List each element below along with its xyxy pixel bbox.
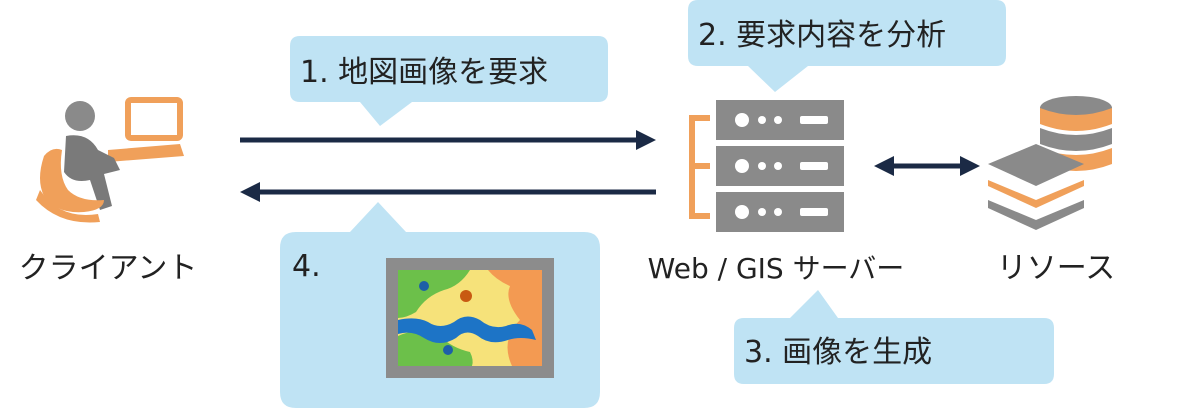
server-resource-arrow bbox=[874, 156, 980, 176]
resource-label: リソース bbox=[997, 251, 1116, 286]
step3-callout: 3. 画像を生成 bbox=[734, 290, 1054, 384]
step4-label: 4. bbox=[292, 249, 321, 284]
step2-label: 2. 要求内容を分析 bbox=[698, 18, 946, 53]
person-at-laptop-icon bbox=[36, 97, 184, 223]
step4-callout: 4. bbox=[280, 202, 600, 408]
step1-label: 1. 地図画像を要求 bbox=[300, 55, 548, 90]
server-rack-icon bbox=[689, 100, 844, 232]
step3-label: 3. 画像を生成 bbox=[744, 335, 932, 370]
map-image-icon bbox=[386, 258, 554, 378]
request-arrow bbox=[240, 130, 656, 150]
client-label: クライアント bbox=[19, 251, 198, 286]
step1-callout: 1. 地図画像を要求 bbox=[290, 36, 608, 126]
response-arrow bbox=[240, 182, 656, 202]
database-layers-icon bbox=[988, 96, 1112, 230]
step2-callout: 2. 要求内容を分析 bbox=[688, 0, 1006, 92]
server-label: Web / GIS サーバー bbox=[648, 252, 905, 285]
